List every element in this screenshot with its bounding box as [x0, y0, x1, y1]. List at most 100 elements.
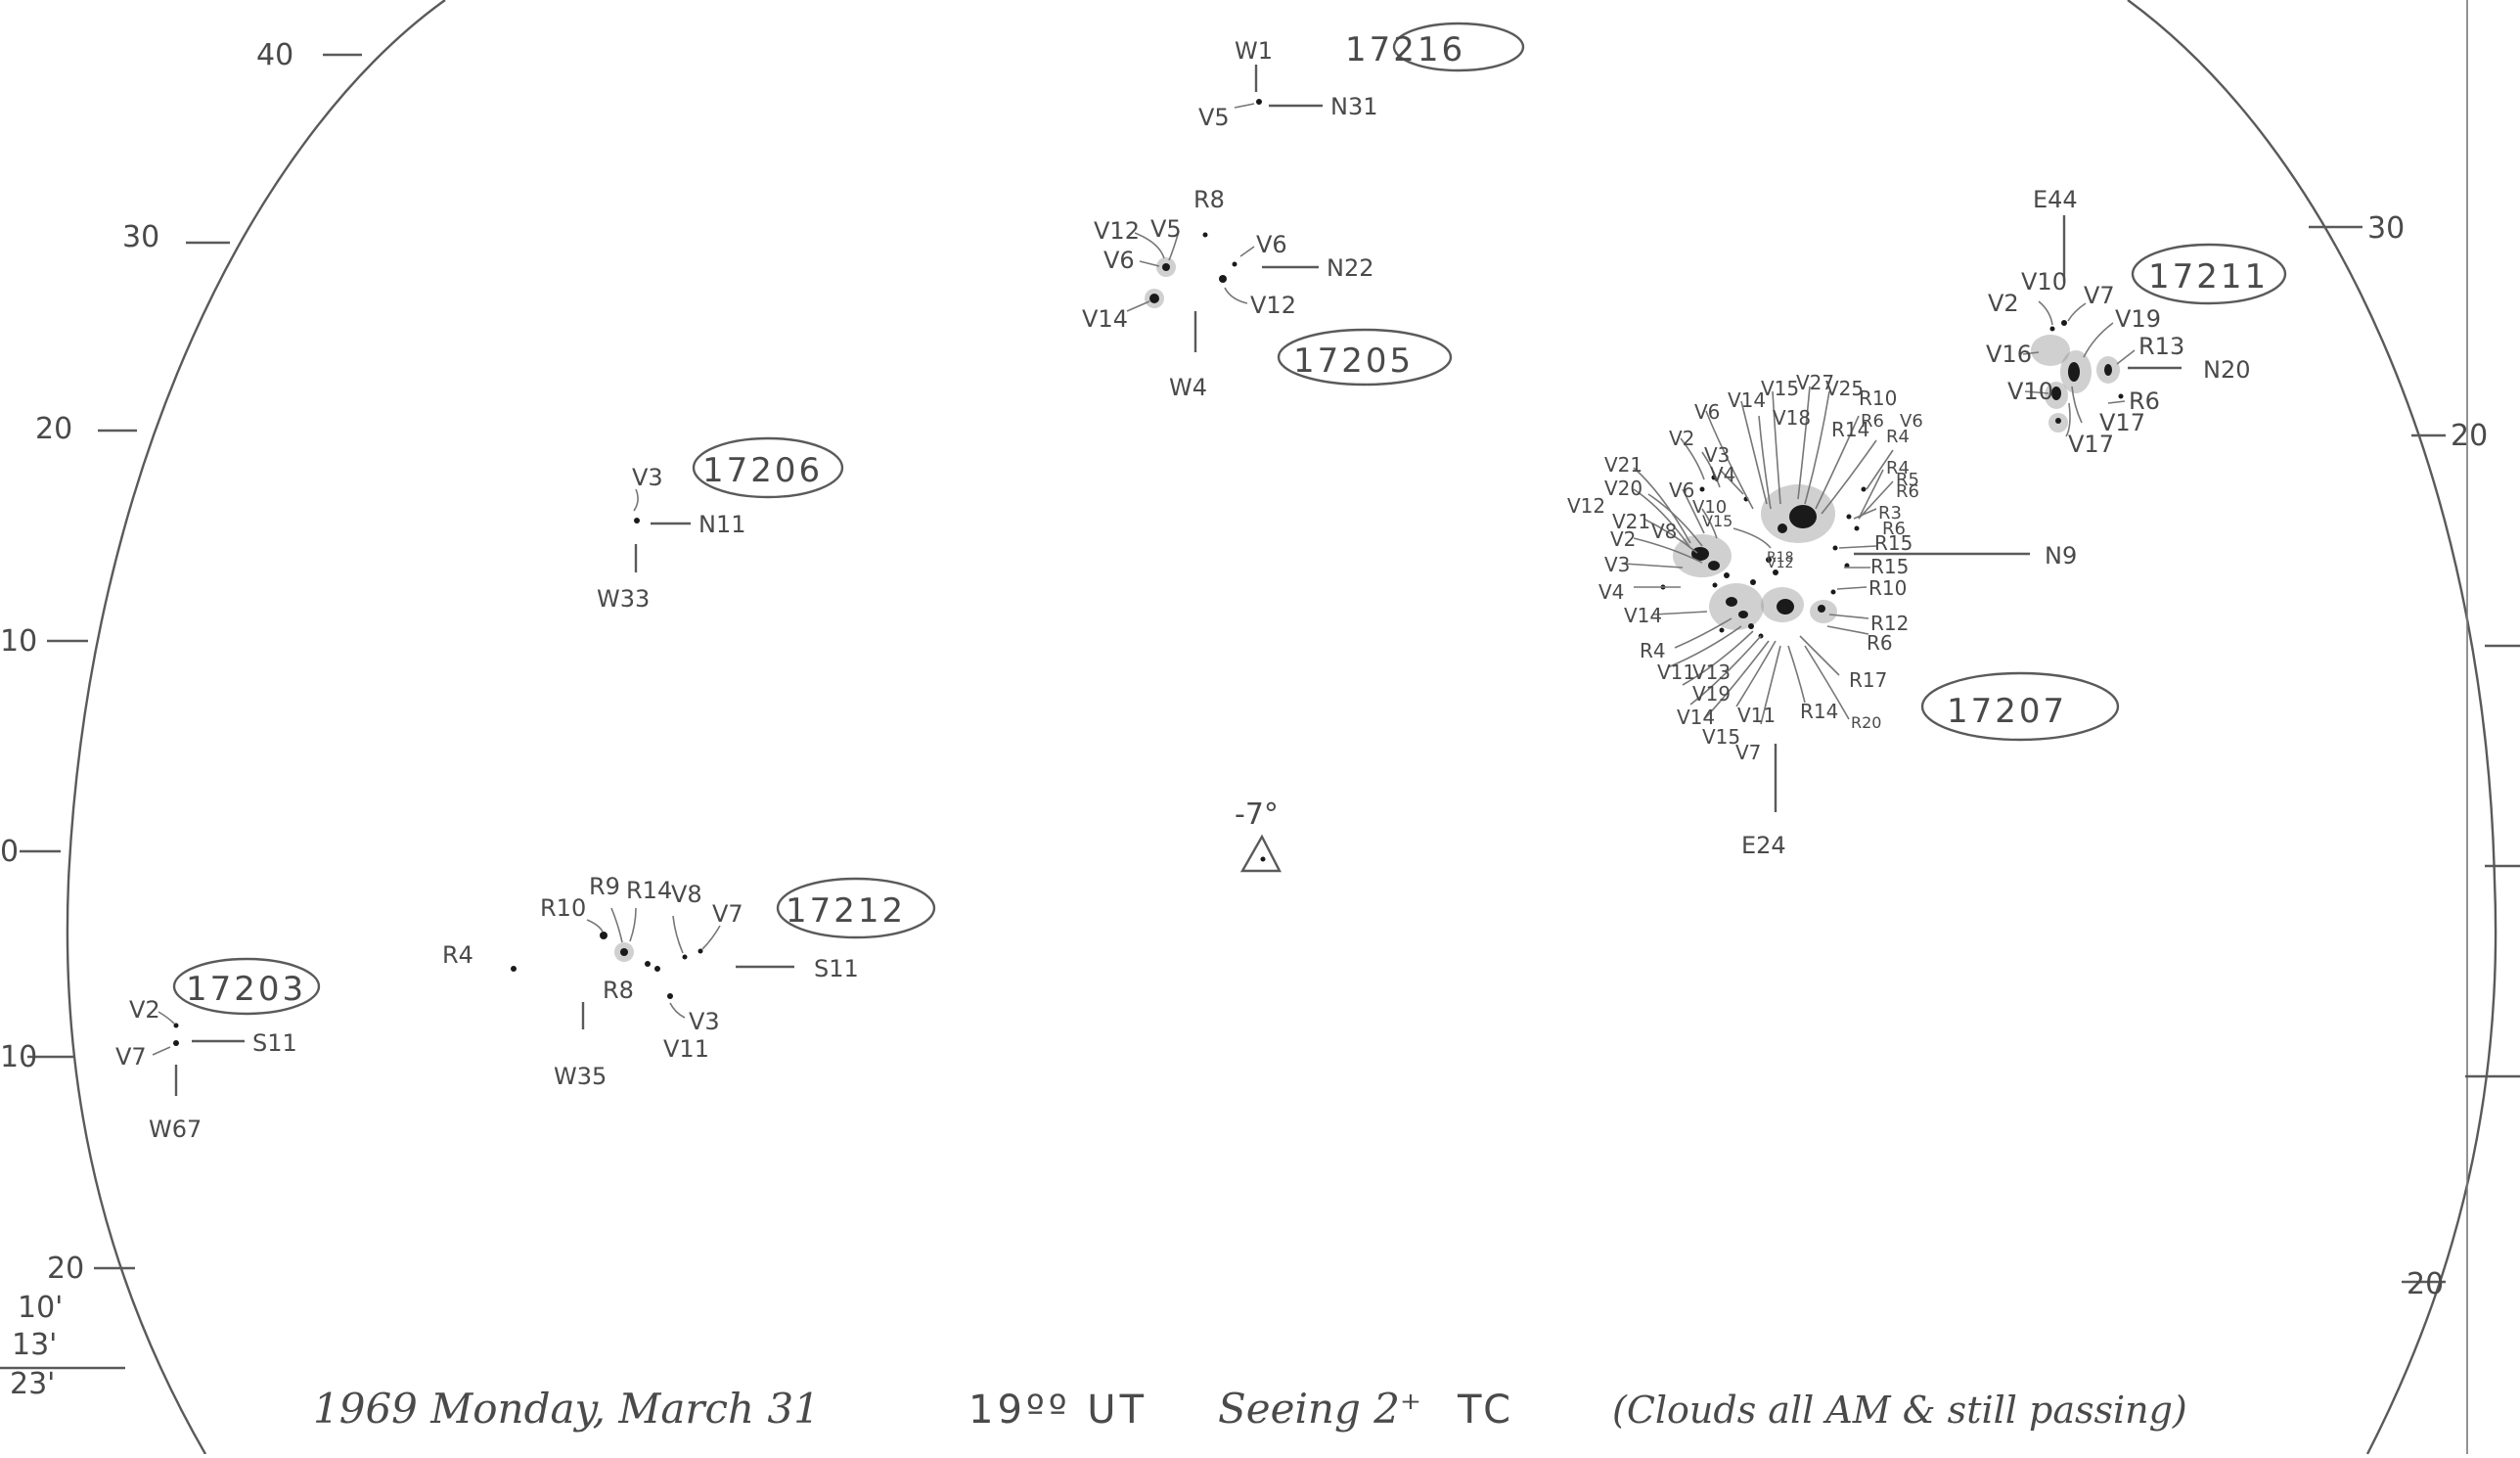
svg-text:R10: R10 — [1868, 576, 1907, 600]
svg-text:W67: W67 — [149, 1116, 202, 1143]
svg-text:V3: V3 — [632, 464, 663, 491]
svg-text:V11: V11 — [1737, 704, 1776, 727]
svg-text:R4: R4 — [442, 941, 473, 969]
svg-text:R17: R17 — [1849, 668, 1887, 692]
svg-text:V3: V3 — [1604, 553, 1630, 576]
svg-text:V6: V6 — [1103, 247, 1135, 274]
svg-text:V3: V3 — [1704, 443, 1730, 467]
svg-text:V15: V15 — [1702, 725, 1740, 749]
svg-text:R5: R5 — [1896, 470, 1919, 490]
solar-limb-right — [2127, 0, 2498, 1455]
svg-text:N20: N20 — [2203, 356, 2251, 384]
svg-text:W33: W33 — [597, 585, 650, 613]
disk-center-marker: -7° — [1235, 797, 1282, 873]
caption-date: 1969 Monday, March 31 — [313, 1385, 820, 1433]
svg-text:R15: R15 — [1874, 531, 1912, 555]
svg-text:V2: V2 — [129, 996, 160, 1024]
svg-text:V6: V6 — [1900, 411, 1923, 432]
svg-text:V18: V18 — [1773, 406, 1811, 430]
svg-text:10': 10' — [18, 1291, 63, 1325]
svg-text:N31: N31 — [1330, 93, 1378, 120]
group-number: 17216 — [1345, 30, 1465, 69]
sunspot-group-17212: 17212 R4 R10 R9 R14 V8 V7 R8 V3 V11 W35 … — [442, 873, 936, 1090]
svg-text:R10: R10 — [540, 894, 586, 922]
svg-text:R8: R8 — [603, 977, 634, 1004]
svg-text:23': 23' — [10, 1367, 55, 1401]
svg-text:N11: N11 — [698, 511, 746, 538]
svg-text:V16: V16 — [1986, 341, 2032, 368]
svg-text:13': 13' — [12, 1328, 57, 1362]
svg-text:V12: V12 — [1567, 494, 1605, 518]
svg-text:V15: V15 — [1761, 377, 1799, 400]
svg-text:V2: V2 — [1610, 527, 1636, 551]
svg-text:V25: V25 — [1825, 377, 1864, 400]
svg-text:N9: N9 — [2045, 542, 2077, 570]
svg-text:R10: R10 — [1859, 387, 1897, 410]
right-latitude-scale: 30 20 20 — [2309, 211, 2520, 1301]
sunspot-group-17203: 17203 V2 V7 W67 S11 — [115, 957, 321, 1143]
svg-text:R8: R8 — [1193, 186, 1225, 213]
lat-label-20s: 20 — [47, 1252, 84, 1286]
svg-text:V8: V8 — [671, 881, 702, 908]
group-number: 17206 — [702, 451, 823, 490]
svg-text:V14: V14 — [1728, 388, 1766, 412]
left-latitude-scale: 40 30 20 10 0 10 20 — [0, 38, 362, 1286]
svg-text:V14: V14 — [1082, 305, 1128, 333]
lat-label-r20n: 20 — [2451, 419, 2488, 453]
svg-text:N22: N22 — [1327, 254, 1374, 282]
svg-text:V15: V15 — [1702, 512, 1732, 530]
svg-text:V10: V10 — [2021, 268, 2067, 296]
observation-caption: 1969 Monday, March 31 19ºº UT Seeing 2⁺ … — [313, 1385, 2187, 1433]
svg-text:V12: V12 — [1250, 292, 1296, 319]
svg-text:V11: V11 — [663, 1035, 709, 1063]
svg-text:R6: R6 — [1882, 519, 1906, 539]
solar-limb-left — [66, 0, 446, 1455]
svg-text:E44: E44 — [2033, 186, 2078, 213]
svg-text:V17: V17 — [2099, 409, 2145, 436]
svg-text:V21: V21 — [1604, 453, 1642, 477]
svg-text:R6: R6 — [2129, 387, 2160, 415]
svg-text:V21: V21 — [1612, 510, 1650, 533]
corner-readout: 10' 13' 23' — [0, 1291, 125, 1401]
lat-label-40: 40 — [256, 38, 293, 72]
svg-text:R3: R3 — [1878, 503, 1902, 524]
sunspot-group-17216: 17216 W1 N31 V5 — [1198, 22, 1525, 131]
svg-text:R14: R14 — [1800, 700, 1838, 723]
svg-text:V5: V5 — [1150, 215, 1182, 243]
svg-text:V6: V6 — [1669, 478, 1694, 502]
svg-text:R4: R4 — [1640, 639, 1666, 662]
svg-text:V12: V12 — [1094, 217, 1140, 245]
svg-text:V19: V19 — [2115, 305, 2161, 333]
lat-label-20n: 20 — [35, 412, 72, 446]
svg-text:S11: S11 — [814, 955, 859, 982]
svg-text:V11: V11 — [1657, 661, 1695, 684]
svg-text:V4: V4 — [1710, 463, 1735, 486]
sunspot-group-17211: 17211 V10 V2 V7 V19 R13 V16 V — [1986, 186, 2287, 458]
svg-text:V27: V27 — [1796, 371, 1834, 394]
lat-label-10n: 10 — [0, 624, 37, 659]
svg-text:V3: V3 — [689, 1008, 720, 1035]
svg-text:R6: R6 — [1867, 631, 1893, 655]
svg-text:R9: R9 — [589, 873, 620, 900]
svg-text:V10: V10 — [1692, 497, 1727, 518]
svg-text:R4: R4 — [1886, 458, 1910, 478]
svg-text:V17: V17 — [2068, 431, 2114, 458]
sunspot-group-17206: 17206 V3 W33 N11 — [597, 436, 844, 613]
svg-text:R14: R14 — [1831, 418, 1869, 441]
svg-text:W1: W1 — [1235, 37, 1273, 65]
svg-text:V7: V7 — [712, 900, 743, 928]
svg-text:V13: V13 — [1692, 661, 1731, 684]
svg-text:V7: V7 — [1735, 741, 1761, 764]
svg-text:R12: R12 — [1870, 612, 1909, 635]
svg-text:V14: V14 — [1677, 706, 1715, 729]
group-number: 17211 — [2148, 257, 2269, 296]
sunspot-group-17207: 17207 — [1567, 371, 2120, 859]
svg-text:V7: V7 — [115, 1043, 147, 1071]
svg-text:R18: R18 — [1767, 550, 1794, 566]
svg-text:E24: E24 — [1741, 832, 1786, 859]
svg-text:V2: V2 — [1669, 427, 1694, 450]
svg-text:W4: W4 — [1169, 374, 1207, 401]
svg-text:V6: V6 — [1256, 231, 1287, 258]
